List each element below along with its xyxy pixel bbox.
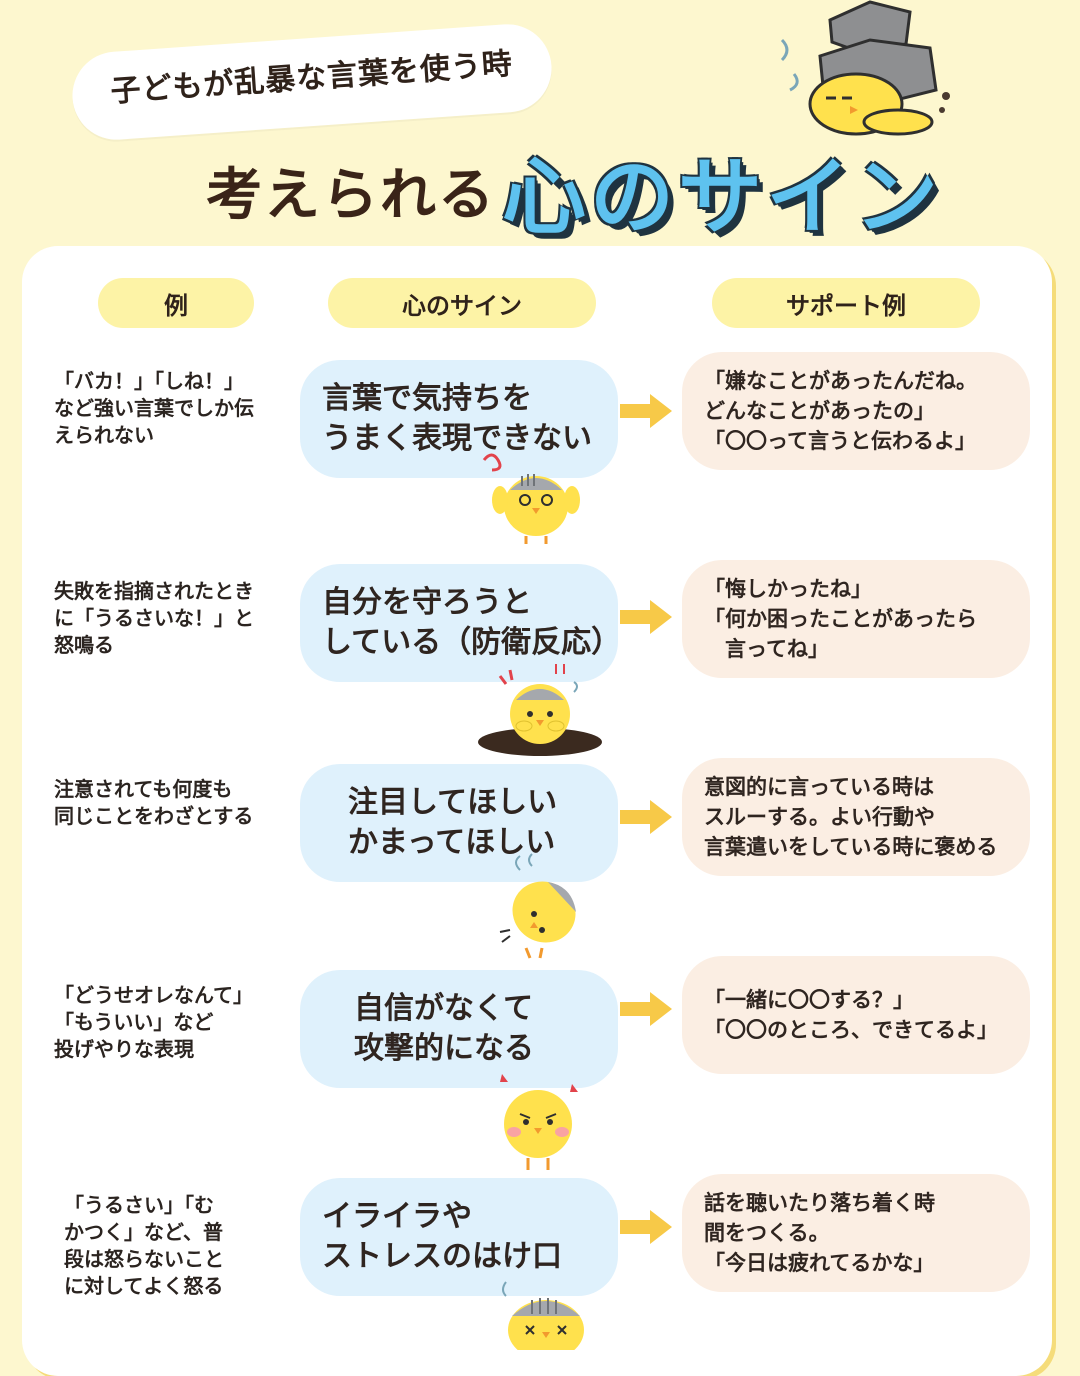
row-3-example: 注意されても何度も 同じことをわざとする: [54, 777, 254, 828]
arrow-right-icon: [620, 800, 672, 834]
angry-chick-icon: [488, 1066, 588, 1176]
row-4-support: 「一緒に〇〇する？」 「〇〇のところ、できてるよ」: [682, 956, 1030, 1074]
row-1-support: 「嫌なことがあったんだね。 どんなことがあったの」 「〇〇って言うと伝わるよ」: [682, 352, 1030, 470]
row-2-sign: 自分を守ろうと している（防衛反応）: [300, 564, 621, 682]
title-part1: 考えられる: [206, 163, 496, 228]
arrow-right-icon: [620, 600, 672, 634]
row-5-example: 「うるさい」「む かつく」など、普 段は怒らないこと に対してよく怒る: [64, 1193, 224, 1298]
row-4-sign: 自信がなくて 攻撃的になる: [300, 970, 618, 1088]
confused-chick-icon: [470, 448, 600, 548]
row-2-support: 「悔しかったね」 「何か困ったことがあったら 言ってね」: [682, 560, 1030, 678]
row-2-example: 失敗を指摘されたとき に「うるさいな！」と 怒鳴る: [54, 579, 254, 657]
column-header-support: サポート例: [712, 278, 980, 328]
row-1-example: 「バカ！」「しね！」 など強い言葉でしか伝 えられない: [54, 369, 254, 447]
arrow-right-icon: [620, 1210, 672, 1244]
fallen-chick-icon: [486, 852, 596, 962]
arrow-right-icon: [620, 992, 672, 1026]
row-3-support: 意図的に言っている時は スルーする。よい行動や 言葉遣いをしている時に褒める: [682, 758, 1030, 876]
chick-under-rocks-icon: [760, 0, 960, 140]
row-3-sign: 注目してほしい かまってほしい: [300, 764, 618, 882]
column-header-sign: 心のサイン: [328, 278, 596, 328]
column-header-example: 例: [98, 278, 254, 328]
collapsed-chick-icon: [486, 1276, 606, 1350]
row-4-example: 「どうせオレなんて」 「もういい」など 投げやりな表現: [54, 983, 253, 1061]
row-5-support: 話を聴いたり落ち着く時 間をつくる。 「今日は疲れてるかな」: [682, 1174, 1030, 1292]
row-5-sign: イライラや ストレスのはけ口: [300, 1178, 618, 1296]
title-part2: 心のサイン: [502, 148, 943, 246]
row-1-sign: 言葉で気持ちを うまく表現できない: [300, 360, 618, 478]
arrow-right-icon: [620, 394, 672, 428]
chick-in-hole-icon: [470, 656, 610, 760]
